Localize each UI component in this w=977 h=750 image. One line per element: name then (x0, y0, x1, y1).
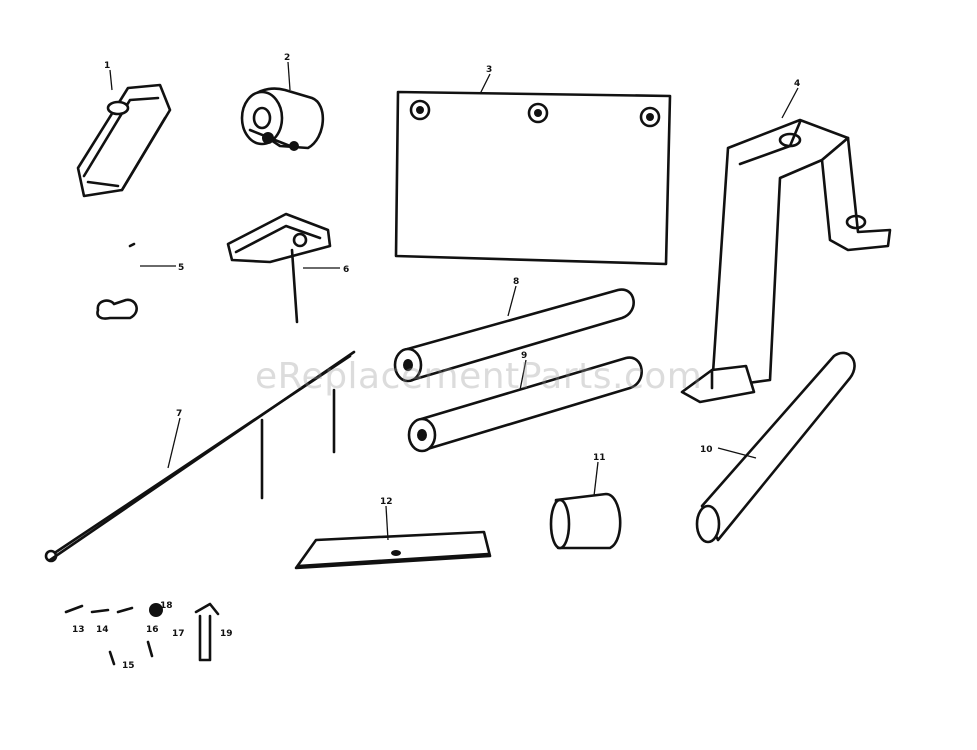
part-small-clip (96, 242, 176, 320)
callout-19: 19 (220, 629, 233, 639)
part-t-handle (226, 212, 332, 324)
part-plate (394, 90, 672, 266)
callout-5: 5 (178, 263, 184, 273)
callout-16: 16 (146, 625, 159, 635)
part-hardware-set (64, 602, 220, 666)
part-roller-right (695, 351, 856, 544)
part-roller-upper (393, 288, 635, 383)
callout-18: 18 (160, 601, 173, 611)
callout-8: 8 (513, 277, 519, 287)
callout-14: 14 (96, 625, 109, 635)
part-roller-lower (407, 356, 643, 453)
callout-9: 9 (521, 351, 527, 361)
callout-6: 6 (343, 265, 349, 275)
callout-3: 3 (486, 65, 492, 75)
callout-15: 15 (122, 661, 135, 671)
part-rod (44, 350, 356, 563)
callout-17: 17 (172, 629, 185, 639)
callout-12: 12 (380, 497, 393, 507)
callout-7: 7 (176, 409, 182, 419)
watermark: eReplacementParts.com (255, 356, 703, 397)
callout-2: 2 (284, 53, 290, 63)
part-clip (76, 83, 172, 198)
part-blade (294, 530, 492, 570)
part-bearing-housing (240, 87, 325, 151)
callout-13: 13 (72, 625, 85, 635)
part-bracket (680, 118, 892, 404)
callout-4: 4 (794, 79, 800, 89)
part-bushing (549, 492, 622, 550)
callout-1: 1 (104, 61, 110, 71)
callout-11: 11 (593, 453, 606, 463)
callout-10: 10 (700, 445, 713, 455)
